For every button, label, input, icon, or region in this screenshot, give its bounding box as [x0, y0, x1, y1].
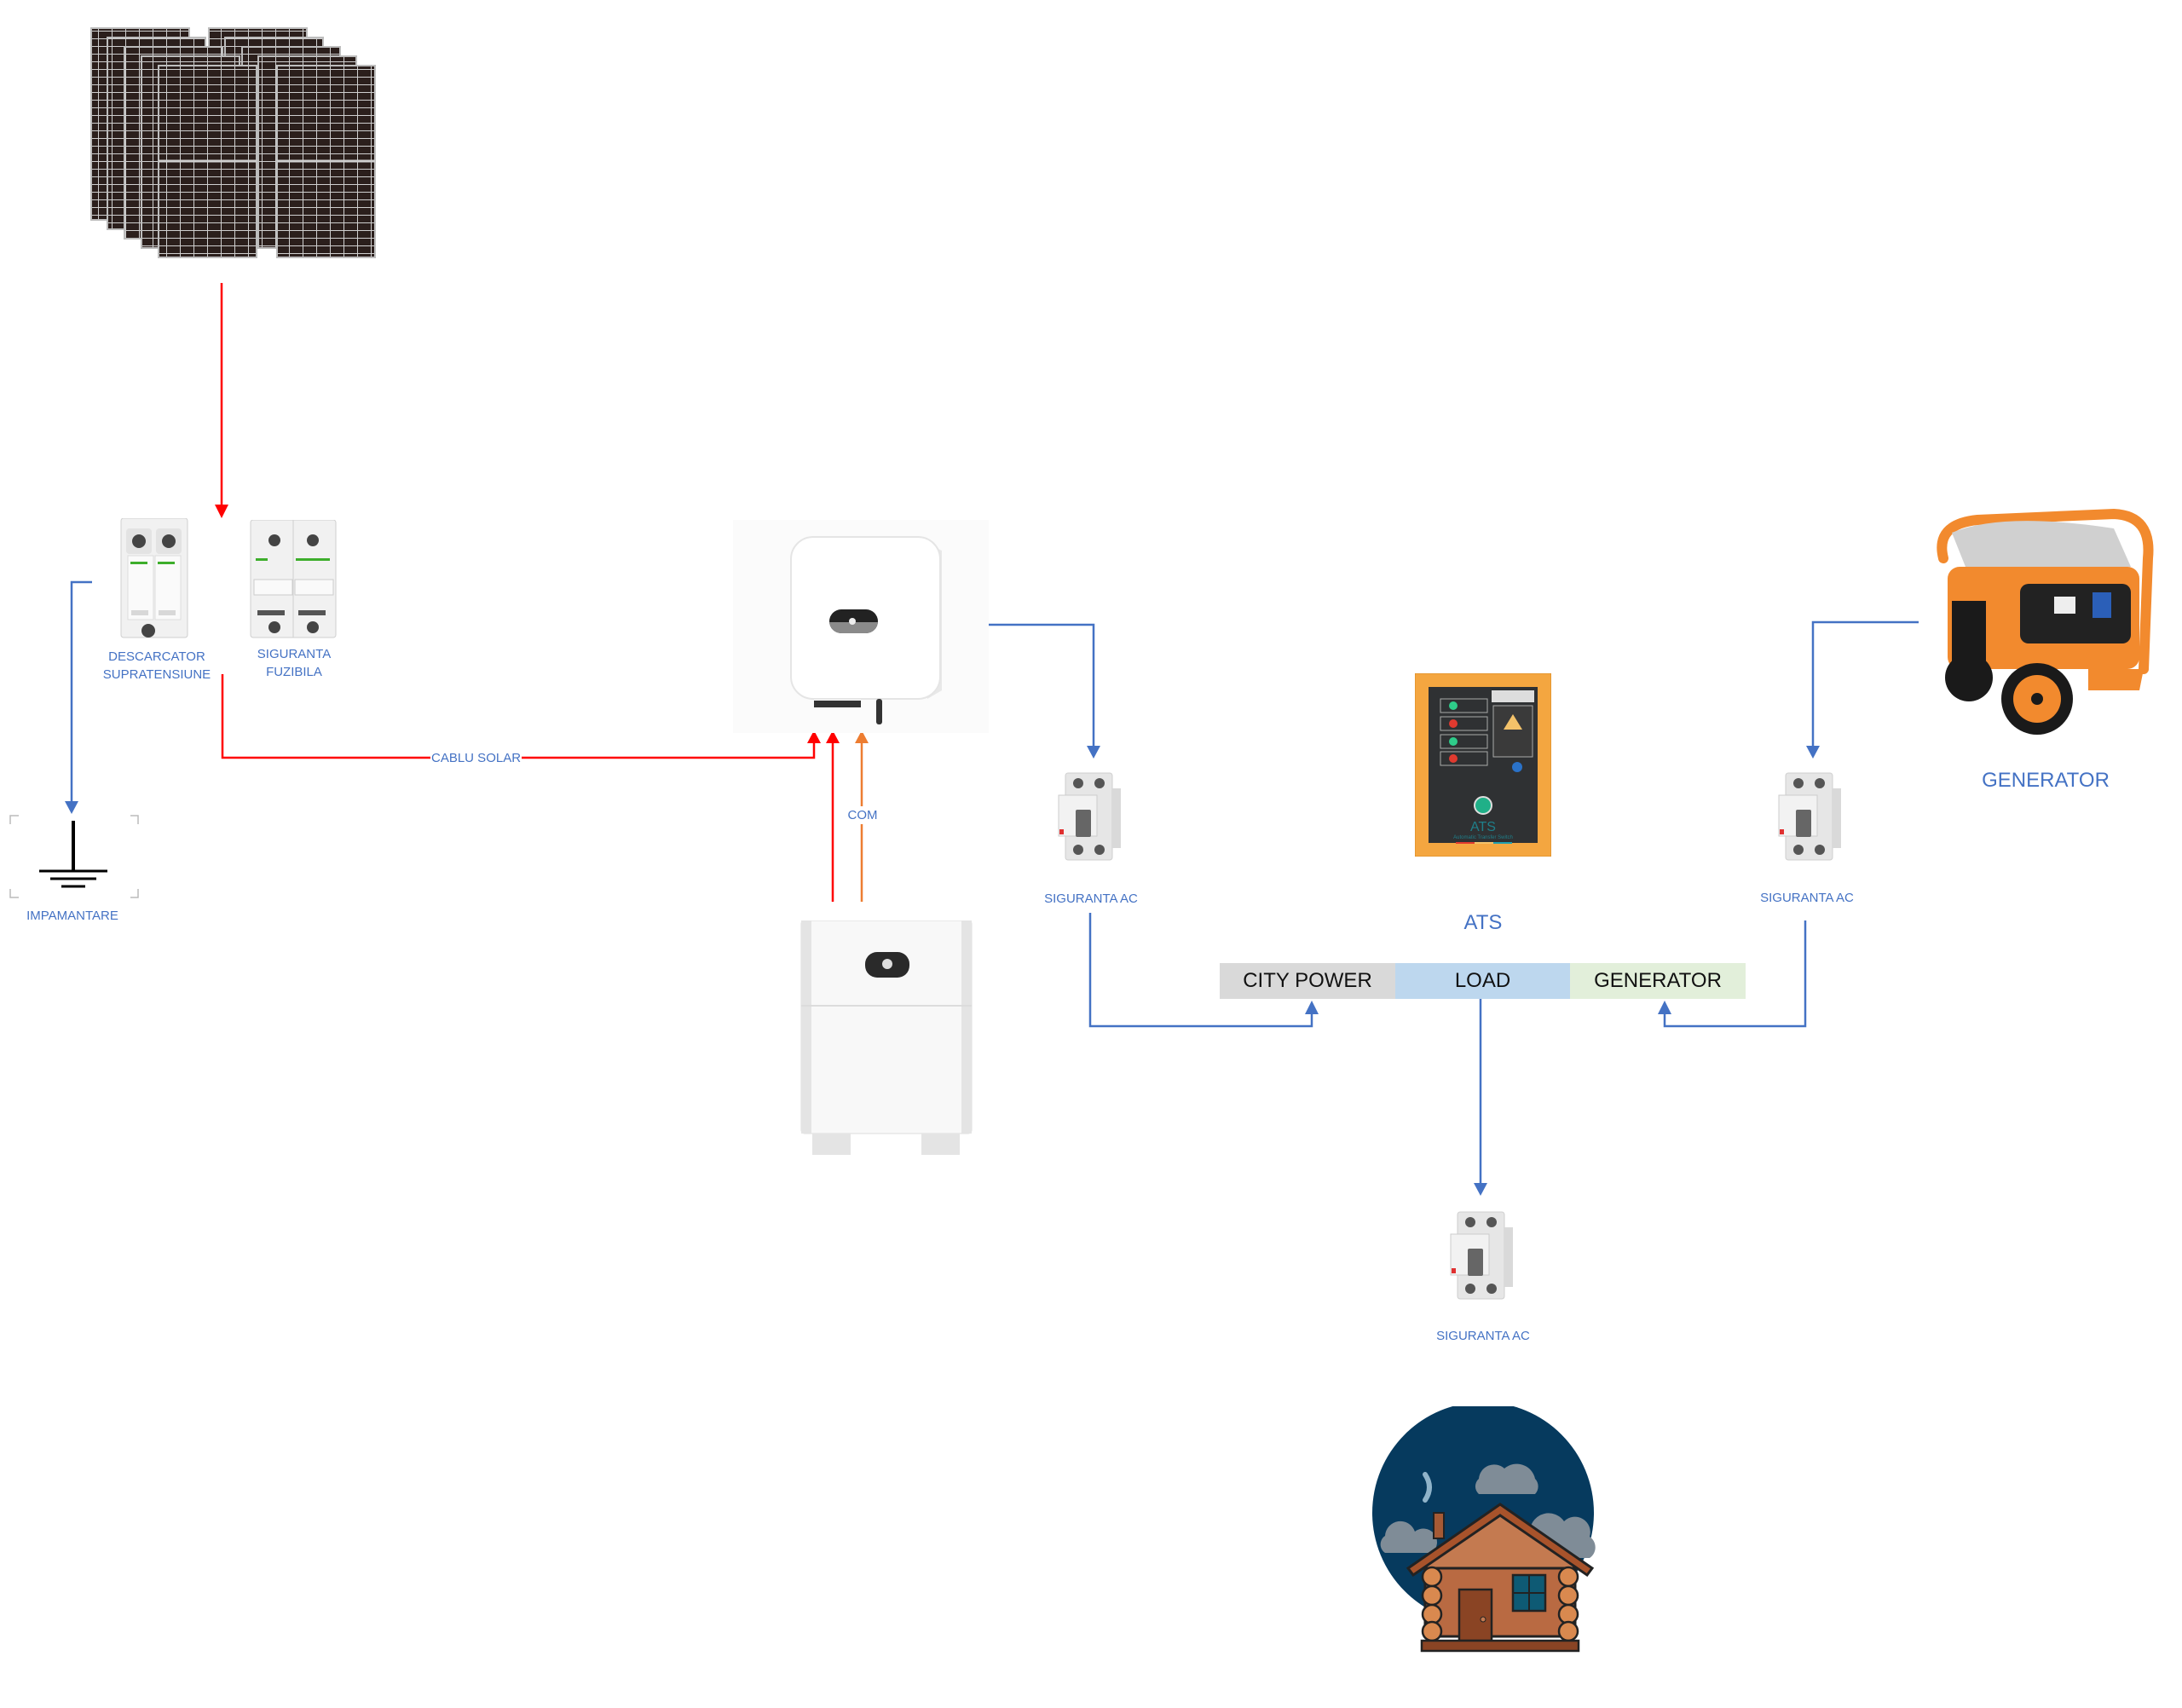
solar-panels-icon [90, 27, 376, 258]
house-icon [1372, 1406, 1596, 1653]
dc-wire-solar-cable [221, 674, 821, 759]
ats-device-text: ATS [1470, 820, 1496, 834]
ats-generator-cell: GENERATOR [1570, 963, 1746, 999]
ac-wire-breaker-to-city-power [1088, 913, 1319, 1028]
grounding-label: IMPAMANTARE [26, 909, 118, 923]
surge-arrester-label-line2: SUPRATENSIUNE [102, 667, 211, 682]
generator-icon [1937, 508, 2154, 735]
dc-wire-battery-to-inverter [826, 730, 840, 902]
ac-breaker-inverter-label: SIGURANTA AC [1044, 892, 1138, 906]
battery-icon [800, 920, 973, 1155]
fuse-label-line1: SIGURANTA [257, 647, 332, 661]
ac-wire-inverter-to-breaker [984, 623, 1100, 759]
com-label: COM [844, 806, 881, 824]
ground-wire [65, 580, 92, 814]
surge-arrester-label: DESCARCATOR SUPRATENSIUNE [89, 648, 225, 684]
ats-city-power-cell: CITY POWER [1220, 963, 1395, 999]
surge-arrester-icon [120, 518, 188, 638]
ats-label: ATS [1463, 911, 1503, 934]
ats-device-icon: ATS Automatic Transfer Switch [1415, 673, 1551, 857]
ats-load-cell: LOAD [1395, 963, 1570, 999]
ac-breaker-inverter-icon [1058, 772, 1121, 861]
ac-wire-breaker-to-ats-generator [1658, 920, 1807, 1028]
ac-breaker-generator-icon [1778, 772, 1841, 861]
ac-breaker-load-label: SIGURANTA AC [1436, 1329, 1530, 1343]
surge-arrester-label-line1: DESCARCATOR [108, 649, 205, 664]
solar-cable-label: CABLU SOLAR [430, 749, 522, 767]
ac-wire-generator-to-breaker [1806, 620, 1919, 759]
ac-breaker-load-icon [1450, 1211, 1513, 1300]
dc-wire-panels-to-protection [215, 283, 228, 518]
generator-label: GENERATOR [1982, 769, 2110, 792]
fuse-holder-icon [250, 520, 337, 638]
ac-breaker-generator-label: SIGURANTA AC [1760, 891, 1854, 905]
ac-wire-load-to-breaker [1474, 999, 1487, 1196]
ground-symbol-icon [9, 815, 139, 898]
fuse-label-line2: FUZIBILA [266, 665, 322, 679]
hybrid-inverter-icon [733, 520, 989, 733]
fuse-label: SIGURANTA FUZIBILA [226, 645, 362, 681]
ats-device-subtitle: Automatic Transfer Switch [1453, 835, 1513, 840]
